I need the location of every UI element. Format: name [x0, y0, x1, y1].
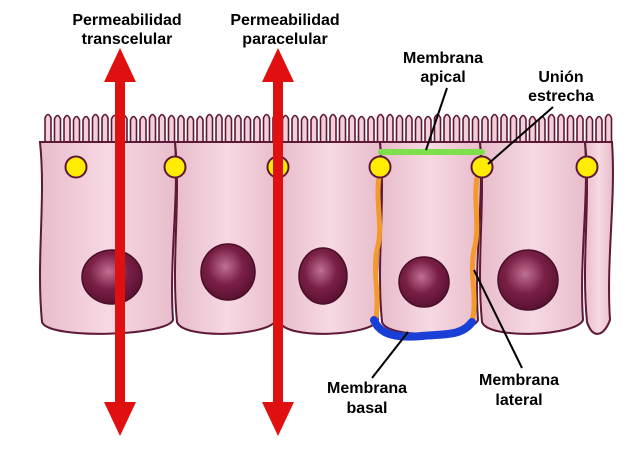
transcellular-arrow	[104, 48, 136, 436]
nuclei	[81, 243, 559, 311]
epithelial-cell	[276, 141, 382, 335]
basal-leader	[371, 331, 409, 379]
tight-junctions	[64, 155, 599, 179]
apical-label-line1: Membrana	[403, 50, 483, 67]
paracellular-arrow	[262, 48, 294, 436]
tight-junction	[64, 155, 88, 179]
epithelial-cell	[38, 141, 177, 335]
transcellular-label-line1: Permeabilidad	[72, 12, 181, 29]
paracellular-label-line1: Permeabilidad	[230, 12, 339, 29]
transcellular-label-line2: transcelular	[82, 31, 173, 48]
junction-label-line1: Unión	[538, 69, 583, 86]
basal-label-line1: Membrana	[327, 380, 407, 397]
tight-junction	[575, 155, 599, 179]
apical-label-line2: apical	[420, 69, 465, 86]
nucleus	[298, 247, 348, 305]
nucleus	[497, 249, 559, 311]
nucleus	[81, 249, 143, 305]
nucleus	[398, 256, 450, 308]
nucleus	[200, 243, 256, 301]
epithelial-cell	[583, 141, 614, 335]
basal-membrane	[370, 316, 476, 341]
junction-label-line2: estrecha	[528, 88, 594, 105]
lateral-label-line2: lateral	[495, 392, 542, 409]
tight-junction	[470, 155, 494, 179]
lateral-membrane-right	[469, 169, 481, 325]
paracellular-label-line2: paracelular	[242, 31, 327, 48]
apical-leader	[425, 87, 448, 151]
lateral-label-line1: Membrana	[479, 372, 559, 389]
basal-label-line2: basal	[347, 400, 388, 417]
tight-junction	[368, 155, 392, 179]
junction-leader	[487, 106, 554, 165]
tight-junction	[163, 155, 187, 179]
epithelial-cell	[173, 141, 280, 335]
lateral-leader	[473, 269, 523, 369]
lateral-membrane-left	[372, 169, 383, 325]
